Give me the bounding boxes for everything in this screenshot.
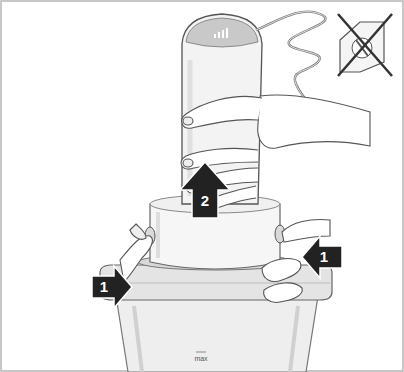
push-arrow [302,236,342,278]
left-hand [120,224,152,282]
callout-number: 1 [314,249,334,265]
fill-mark-text: max [189,355,213,363]
lift-arrow [180,162,230,218]
callout-number: 2 [195,193,215,209]
callout-number: 1 [94,279,114,295]
unplug-symbol [338,14,392,76]
chopper-bowl [116,296,318,372]
push-arrow [92,266,132,308]
